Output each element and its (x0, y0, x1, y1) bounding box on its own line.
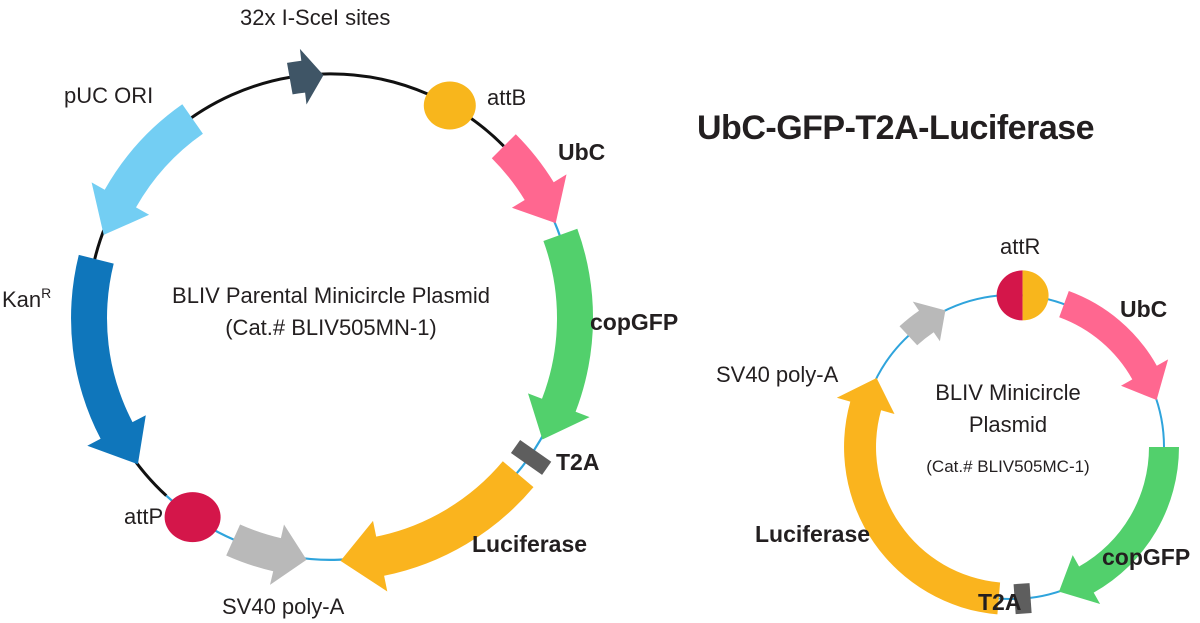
minicircle-label-t2a: T2A (978, 589, 1021, 615)
t2a-block (510, 439, 552, 475)
minicircle-name-line2: Plasmid (969, 412, 1047, 437)
sv40-polya-arrow (226, 524, 307, 585)
attp-site-oval (164, 492, 221, 543)
puc-ori-arrow (91, 104, 203, 235)
minicircle-catalog-number: (Cat.# BLIV505MC-1) (926, 457, 1089, 476)
label-attb: attB (487, 85, 526, 110)
minicircle-luciferase-arrow (836, 378, 1001, 615)
attr-right-half (1022, 270, 1049, 321)
luciferase-arrow (340, 461, 534, 592)
parental-plasmid-map: 32x I-SceI sites attB UbC copGFP T2A Luc… (2, 5, 678, 619)
label-ubc: UbC (558, 139, 605, 165)
minicircle-label-attr: attR (1000, 234, 1040, 259)
label-luciferase: Luciferase (472, 531, 587, 557)
attb-site-oval (423, 81, 476, 130)
label-attp: attP (124, 504, 163, 529)
label-copgfp: copGFP (590, 309, 678, 335)
label-scei-sites: 32x I-SceI sites (240, 5, 390, 30)
attr-site-oval (996, 270, 1049, 321)
minicircle-sv40-arrow (899, 301, 946, 346)
minicircle-label-luciferase: Luciferase (755, 521, 870, 547)
kan-resistance-arrow (71, 254, 146, 465)
kan-text: Kan (2, 287, 41, 312)
label-t2a: T2A (556, 449, 599, 475)
ubc-promoter-arrow (491, 134, 567, 224)
label-puc-ori: pUC ORI (64, 83, 153, 108)
minicircle-label-copgfp: copGFP (1102, 544, 1190, 570)
figure-title: UbC-GFP-T2A-Luciferase (697, 109, 1094, 147)
minicircle-copgfp-arrow (1059, 447, 1179, 604)
minicircle-label-sv40: SV40 poly-A (716, 362, 839, 387)
minicircle-label-ubc: UbC (1120, 296, 1167, 322)
minicircle-name-line1: BLIV Minicircle (935, 380, 1080, 405)
minicircle-plasmid-map: attR UbC copGFP T2A Luciferase SV40 poly… (716, 234, 1190, 615)
minicircle-t2a-block (1013, 583, 1032, 615)
attr-left-half (996, 270, 1023, 321)
scei-sites-arrow (287, 48, 324, 105)
parental-catalog-number: (Cat.# BLIV505MN-1) (225, 315, 437, 340)
minicircle-ubc-arrow (1059, 291, 1169, 400)
kan-superscript: R (41, 285, 51, 301)
label-kan-resistance: KanR (2, 285, 51, 312)
parental-plasmid-name: BLIV Parental Minicircle Plasmid (172, 283, 490, 308)
label-sv40-polya: SV40 poly-A (222, 594, 345, 619)
copgfp-arrow (528, 228, 594, 440)
